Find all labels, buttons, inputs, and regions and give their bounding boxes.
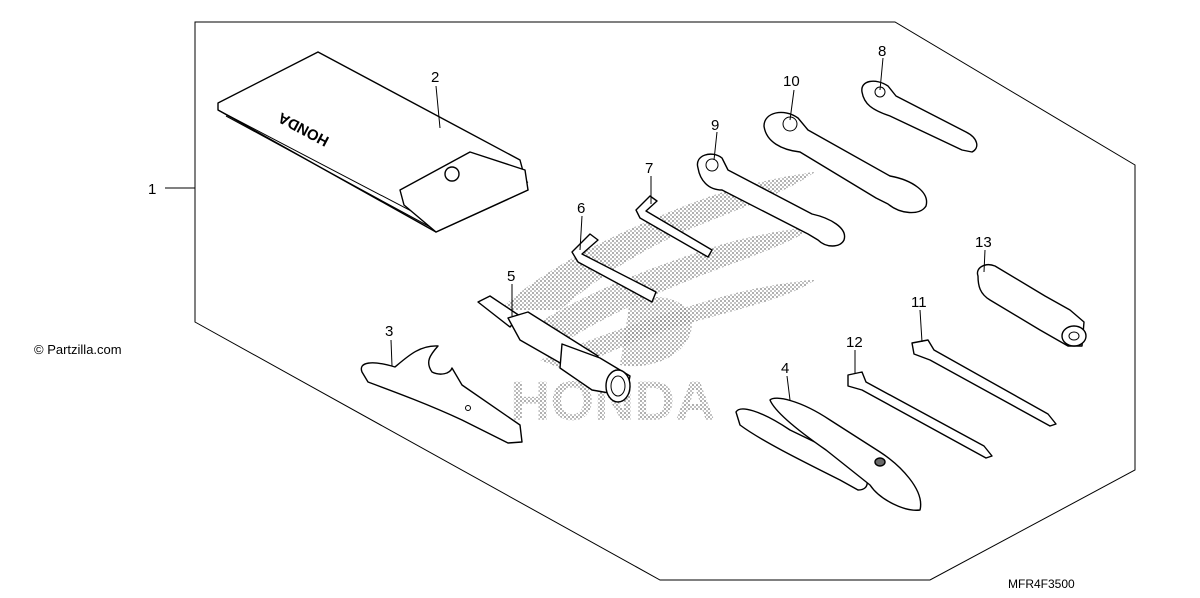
copyright-watermark: © Partzilla.com: [34, 342, 122, 357]
callout-9: 9: [711, 117, 719, 134]
honda-wing-logo: HONDA: [500, 172, 815, 432]
callout-1: 1: [148, 181, 156, 198]
pliers: [735, 397, 922, 511]
callout-12: 12: [846, 334, 863, 351]
callout-3: 3: [385, 323, 393, 340]
callout-10: 10: [783, 73, 800, 90]
open-end-wrench-large: [861, 80, 978, 153]
callout-8: 8: [878, 43, 886, 60]
spark-plug-socket-wrench: [477, 295, 631, 403]
callout-13: 13: [975, 234, 992, 251]
group-outline: [194, 21, 1136, 581]
leader-lines: [165, 57, 986, 401]
diagram-code: MFR4F3500: [1008, 577, 1075, 591]
tool-pouch: HONDA: [217, 51, 529, 233]
callout-5: 5: [507, 268, 515, 285]
open-end-wrench-medium: [763, 111, 928, 214]
callout-11: 11: [911, 294, 927, 311]
callout-7: 7: [645, 160, 653, 177]
phillips-screwdriver-bit: [911, 339, 1057, 427]
screwdriver-handle: [976, 264, 1087, 347]
pin-spanner-wrench: [360, 345, 523, 444]
callout-6: 6: [577, 200, 585, 217]
callout-2: 2: [431, 69, 439, 86]
flat-screwdriver-bit: [847, 371, 993, 459]
callout-4: 4: [781, 360, 789, 377]
hex-key-large: [571, 233, 657, 303]
